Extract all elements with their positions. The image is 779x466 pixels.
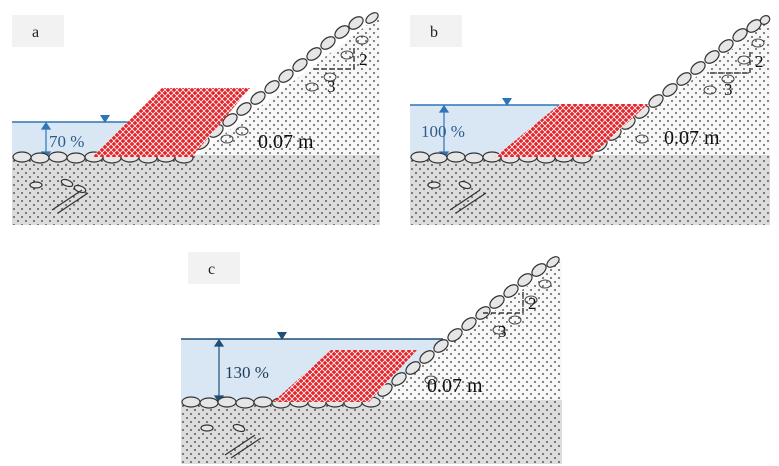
thickness-label: 0.07 m — [258, 131, 314, 153]
panel-label-box — [410, 15, 462, 47]
slope-indicator — [483, 291, 524, 314]
slope-indicator — [710, 51, 751, 74]
protection-layer — [273, 350, 417, 402]
embankment-dots — [197, 15, 380, 155]
panel-b: b 100 % — [410, 15, 771, 225]
slope-hatch — [51, 189, 83, 211]
slope-indicator — [314, 47, 355, 70]
slope-hatch — [455, 192, 487, 214]
water-surface-marker-icon — [277, 332, 287, 340]
panel-label-box — [188, 252, 240, 284]
slope-run-label: 3 — [724, 80, 733, 99]
water-surface-marker-icon — [502, 98, 512, 106]
slope-hatch — [449, 189, 481, 211]
thickness-label: 0.07 m — [427, 375, 483, 397]
slope-run-label: 3 — [498, 322, 507, 341]
slope-rise-label: 2 — [755, 52, 764, 71]
thickness-label: 0.07 m — [664, 127, 720, 149]
slope-hatch — [224, 434, 256, 456]
water-level-label: 70 % — [49, 132, 84, 151]
subsoil-dots — [12, 155, 380, 225]
slope-rise-label: 2 — [359, 50, 368, 69]
slope-stones — [424, 279, 552, 385]
embankment-dots — [595, 20, 770, 155]
slope-hatch — [230, 437, 262, 459]
water-surface-marker-icon — [100, 115, 110, 123]
panel-a: a 70 % — [12, 12, 380, 225]
panel-label: b — [430, 24, 438, 41]
panel-label-box — [12, 15, 64, 47]
subsoil-dots — [181, 400, 562, 464]
panel-c: c 130 % — [181, 252, 562, 464]
panel-label: c — [208, 261, 215, 278]
subsoil-dots — [410, 155, 770, 225]
slope-rise-label: 2 — [528, 294, 537, 313]
slope-stones — [220, 35, 369, 144]
slope-hatch — [57, 192, 89, 214]
protection-layer — [92, 88, 250, 157]
slope-run-label: 3 — [327, 77, 336, 96]
protection-layer — [495, 104, 648, 157]
panel-label: a — [32, 24, 39, 41]
water-level-label: 130 % — [225, 363, 269, 382]
water-level-label: 100 % — [421, 122, 465, 141]
